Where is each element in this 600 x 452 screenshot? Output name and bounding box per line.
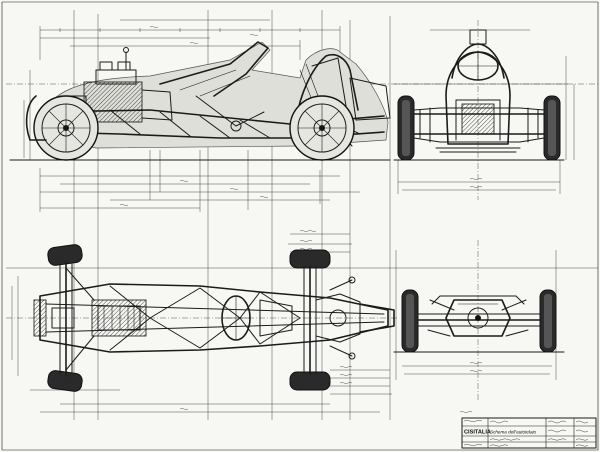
roll-bar-top bbox=[469, 29, 487, 45]
seat-panel bbox=[311, 57, 347, 107]
rear-diff-top bbox=[315, 293, 361, 343]
rear-view-left-wheel bbox=[401, 289, 419, 353]
front-wheel-side bbox=[33, 95, 99, 161]
radiator-top bbox=[33, 299, 47, 337]
rear-view-right-wheel bbox=[539, 289, 557, 353]
nose-cowl bbox=[25, 95, 47, 141]
rear-view bbox=[393, 250, 565, 380]
steering-column bbox=[195, 95, 265, 127]
dimension-annotations bbox=[119, 26, 483, 413]
title-block: CISITALIA Schema dell'autotelaio bbox=[461, 417, 597, 449]
fuel-tank bbox=[349, 77, 391, 121]
front-view-left-wheel bbox=[397, 95, 415, 161]
top-view-front-right-wheel bbox=[47, 370, 83, 392]
side-view-dimensions bbox=[23, 19, 360, 212]
title-block-drawing-title: Schema dell'autotelaio bbox=[490, 430, 537, 435]
rear-view-differential bbox=[445, 299, 511, 337]
rear-wheel-side bbox=[289, 95, 355, 161]
engine-top bbox=[51, 299, 147, 337]
front-view-right-wheel bbox=[543, 95, 561, 161]
side-view bbox=[9, 19, 391, 212]
seat-top bbox=[259, 299, 293, 337]
top-view-front-left-wheel bbox=[47, 244, 83, 266]
radiator-grille bbox=[461, 103, 495, 135]
top-view bbox=[11, 233, 395, 413]
steering-box bbox=[230, 120, 242, 132]
top-view-frame bbox=[39, 283, 389, 353]
windscreen-frame bbox=[159, 41, 269, 97]
front-view bbox=[393, 29, 575, 194]
title-block-company: CISITALIA bbox=[464, 430, 491, 436]
seat-back bbox=[295, 54, 359, 121]
windscreen-lines bbox=[179, 69, 251, 97]
